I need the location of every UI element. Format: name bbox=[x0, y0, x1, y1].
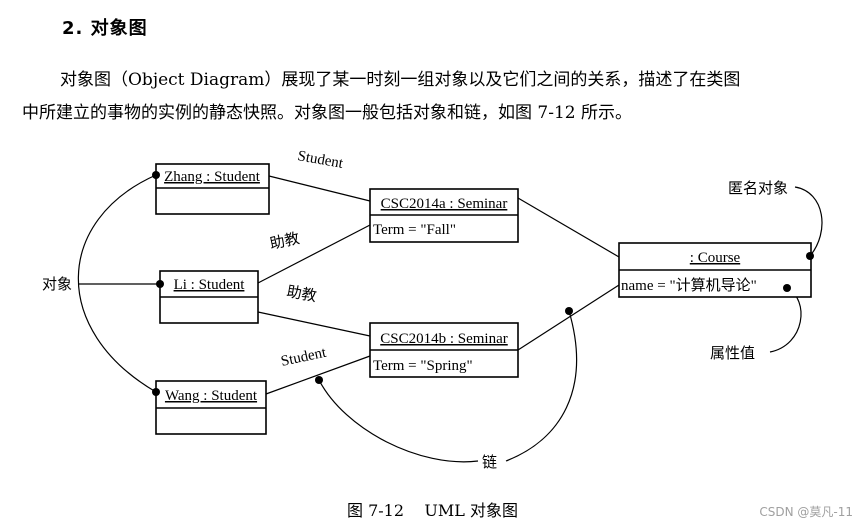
curve-link-pointer-right bbox=[505, 310, 578, 462]
dot-course-object bbox=[806, 252, 814, 260]
link-wang-csc2014b bbox=[265, 355, 371, 395]
figure-caption: 图 7-12 UML 对象图 bbox=[0, 497, 865, 521]
annotation-anonymous-object: 匿名对象 bbox=[728, 180, 788, 197]
link-label-li-b: 助教 bbox=[285, 283, 318, 305]
object-csc2014b-attr: Term = "Spring" bbox=[373, 358, 473, 374]
body-paragraph: 对象图（Object Diagram）展现了某一时刻一组对象以及它们之间的关系，… bbox=[22, 64, 852, 130]
section-heading: 2. 对象图 bbox=[62, 14, 148, 40]
curve-link-pointer-left bbox=[318, 379, 479, 463]
object-course-attr: name = "计算机导论" bbox=[621, 276, 757, 294]
dot-zhang bbox=[152, 171, 160, 179]
dot-link-wang-b bbox=[315, 376, 323, 384]
curve-object-pointer bbox=[77, 174, 157, 393]
link-csc2014a-course bbox=[517, 197, 620, 258]
link-csc2014b-course bbox=[517, 284, 620, 351]
link-li-csc2014b bbox=[257, 311, 371, 337]
object-csc2014a-attr: Term = "Fall" bbox=[373, 222, 456, 238]
figure-number: 图 7-12 bbox=[347, 501, 405, 520]
link-label-wang-b: Student bbox=[280, 345, 329, 370]
link-zhang-csc2014a bbox=[268, 175, 371, 202]
annotation-link: 链 bbox=[482, 454, 497, 471]
annotation-object: 对象 bbox=[42, 276, 72, 293]
link-li-csc2014a bbox=[257, 224, 371, 284]
dot-link-b-course bbox=[565, 307, 573, 315]
object-zhang-name: Zhang : Student bbox=[164, 169, 261, 185]
object-wang-name: Wang : Student bbox=[165, 388, 258, 404]
paragraph-line-1: 对象图（Object Diagram）展现了某一时刻一组对象以及它们之间的关系，… bbox=[60, 70, 741, 90]
curve-anonymous-object-pointer bbox=[794, 186, 823, 257]
section-number: 2. bbox=[62, 18, 84, 39]
paragraph-line-2: 中所建立的事物的实例的静态快照。对象图一般包括对象和链，如图 7-12 所示。 bbox=[22, 103, 632, 123]
object-csc2014b-name: CSC2014b : Seminar bbox=[380, 331, 508, 347]
object-csc2014a-name: CSC2014a : Seminar bbox=[381, 196, 508, 212]
link-label-zhang-a: Student bbox=[296, 148, 345, 172]
figure-title: UML 对象图 bbox=[424, 501, 518, 520]
object-course-name: : Course bbox=[690, 250, 741, 266]
watermark: CSDN @莫凡-11 bbox=[759, 505, 853, 519]
section-title: 对象图 bbox=[90, 18, 148, 39]
dot-course-attr bbox=[783, 284, 791, 292]
dot-li bbox=[156, 280, 164, 288]
dot-wang bbox=[152, 388, 160, 396]
link-label-li-a: 助教 bbox=[268, 230, 301, 253]
object-li-name: Li : Student bbox=[174, 277, 246, 293]
annotation-attribute-value: 属性值 bbox=[710, 345, 755, 362]
object-zhang-box bbox=[155, 163, 270, 215]
